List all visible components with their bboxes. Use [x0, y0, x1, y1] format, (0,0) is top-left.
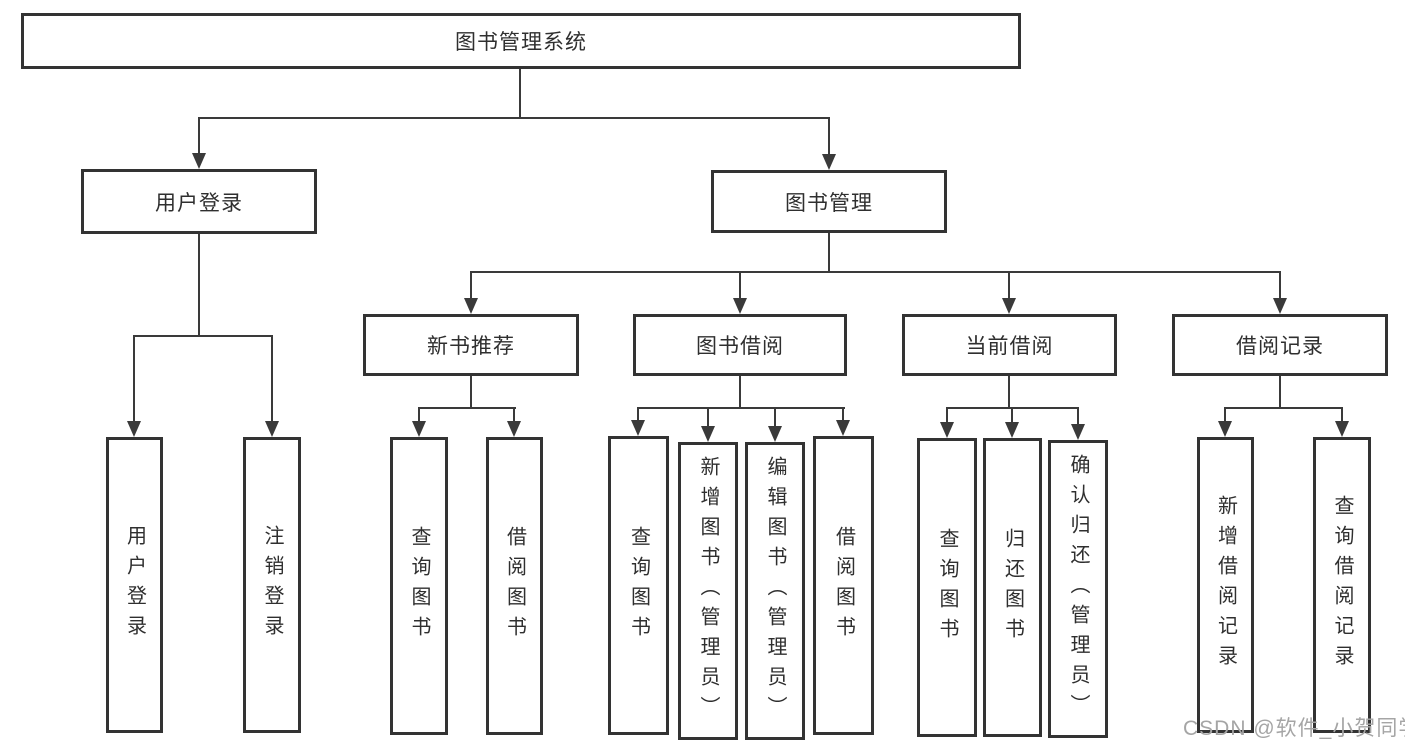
connector-borrow-records-stub: [1279, 376, 1281, 409]
arrow-down-icon: [1218, 421, 1232, 437]
node-label: 查询图书: [408, 526, 430, 646]
connector-book-mgmt-stub: [828, 233, 830, 273]
node-new-book-recommend: 新书推荐: [363, 314, 579, 376]
arrow-down-icon: [127, 421, 141, 437]
connector-drop: [774, 407, 776, 426]
leaf-query-borrow-record: 查询借阅记录: [1313, 437, 1371, 733]
node-label: 图书管理系统: [455, 31, 587, 54]
arrow-down-icon: [1335, 421, 1349, 437]
arrow-down-icon: [1273, 298, 1287, 314]
node-book-management: 图书管理: [711, 170, 947, 233]
node-current-borrow: 当前借阅: [902, 314, 1117, 376]
node-label: 新增图书（管理员）: [697, 456, 719, 726]
node-label: 借阅记录: [1236, 335, 1324, 358]
arrow-down-icon: [822, 154, 836, 170]
connector-drop: [637, 407, 639, 420]
connector-current-borrow-stub: [1008, 376, 1010, 409]
connector-drop-leaf-user-login: [133, 335, 135, 421]
leaf-confirm-return-admin: 确认归还（管理员）: [1048, 440, 1108, 738]
leaf-query-books-recommend: 查询图书: [390, 437, 448, 735]
connector-root-stub: [519, 69, 521, 118]
node-label: 注销登录: [261, 525, 283, 645]
leaf-logout: 注销登录: [243, 437, 301, 733]
arrow-down-icon: [412, 421, 426, 437]
connector-borrow-records-rail: [1225, 407, 1343, 409]
connector-drop: [418, 407, 420, 421]
arrow-down-icon: [1071, 424, 1085, 440]
arrow-down-icon: [733, 298, 747, 314]
node-label: 新增借阅记录: [1214, 495, 1237, 675]
arrow-down-icon: [631, 420, 645, 436]
node-label: 当前借阅: [965, 335, 1054, 358]
node-borrow-records: 借阅记录: [1172, 314, 1388, 376]
leaf-edit-books-admin: 编辑图书（管理员）: [745, 442, 805, 740]
connector-new-book-rail: [419, 407, 516, 409]
connector-drop-borrow-records: [1279, 271, 1281, 298]
node-label: 查询借阅记录: [1331, 495, 1353, 675]
leaf-return-books: 归还图书: [983, 438, 1042, 737]
connector-drop-user-login: [198, 117, 200, 153]
connector-book-mgmt-rail: [471, 271, 1281, 273]
node-label: 编辑图书（管理员）: [764, 456, 786, 726]
node-user-login: 用户登录: [81, 169, 317, 234]
node-label: 查询图书: [627, 525, 650, 646]
connector-root-rail: [199, 117, 830, 119]
connector-drop: [842, 407, 844, 420]
connector-user-login-stub: [198, 234, 200, 337]
arrow-down-icon: [701, 426, 715, 442]
node-book-borrow: 图书借阅: [633, 314, 847, 376]
arrow-down-icon: [1005, 422, 1019, 438]
connector-drop-current-borrow: [1008, 271, 1010, 298]
connector-book-borrow-rail: [638, 407, 845, 409]
arrow-down-icon: [768, 426, 782, 442]
leaf-add-books-admin: 新增图书（管理员）: [678, 442, 738, 740]
leaf-user-login: 用户登录: [106, 437, 163, 733]
arrow-down-icon: [507, 421, 521, 437]
arrow-down-icon: [192, 153, 206, 169]
node-label: 确认归还（管理员）: [1067, 454, 1089, 724]
connector-current-borrow-rail: [947, 407, 1079, 409]
node-label: 借阅图书: [503, 526, 526, 646]
arrow-down-icon: [1002, 298, 1016, 314]
connector-drop: [707, 407, 709, 426]
connector-drop-book-management: [828, 117, 830, 154]
leaf-query-books-borrow: 查询图书: [608, 436, 669, 735]
node-label: 归还图书: [1001, 527, 1024, 648]
leaf-query-books-current: 查询图书: [917, 438, 977, 737]
node-label: 图书借阅: [696, 335, 784, 358]
node-label: 借阅图书: [832, 525, 855, 646]
connector-drop: [946, 407, 948, 422]
connector-drop: [1077, 407, 1079, 424]
leaf-borrow-books: 借阅图书: [813, 436, 874, 735]
watermark: CSDN @软件_小贺同学: [1183, 717, 1405, 740]
node-label: 用户登录: [155, 191, 243, 215]
connector-user-login-rail: [134, 335, 273, 337]
node-label: 查询图书: [936, 527, 958, 648]
arrow-down-icon: [836, 420, 850, 436]
arrow-down-icon: [464, 298, 478, 314]
connector-new-book-stub: [470, 376, 472, 409]
connector-drop: [1341, 407, 1343, 421]
connector-drop-book-borrow: [739, 271, 741, 298]
node-library-management-system: 图书管理系统: [21, 13, 1021, 69]
arrow-down-icon: [940, 422, 954, 438]
leaf-add-borrow-record: 新增借阅记录: [1197, 437, 1254, 733]
connector-drop-leaf-logout: [271, 335, 273, 421]
arrow-down-icon: [265, 421, 279, 437]
connector-drop: [1224, 407, 1226, 421]
connector-book-borrow-stub: [739, 376, 741, 409]
node-label: 图书管理: [785, 191, 873, 215]
node-label: 用户登录: [123, 525, 146, 645]
node-label: 新书推荐: [427, 335, 515, 358]
connector-drop: [1011, 407, 1013, 422]
connector-drop-new-book: [470, 271, 472, 298]
connector-drop: [513, 407, 515, 421]
leaf-borrow-books-recommend: 借阅图书: [486, 437, 543, 735]
